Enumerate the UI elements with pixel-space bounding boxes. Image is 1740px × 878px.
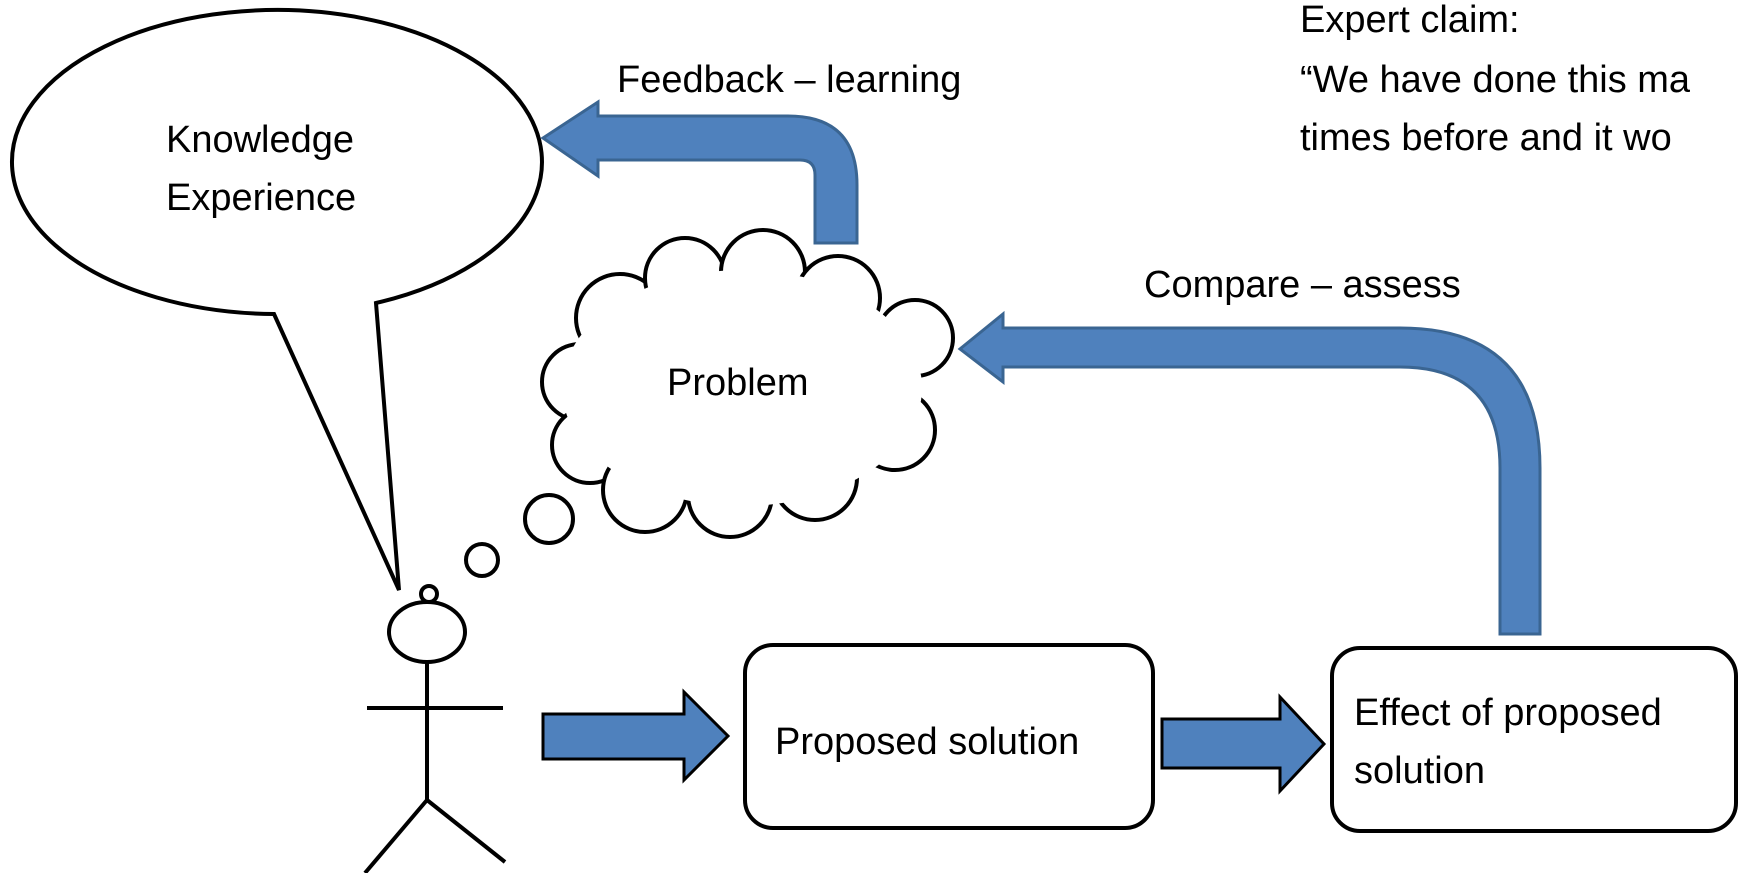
compare-arrow <box>957 310 1542 636</box>
proposed-solution-label: Proposed solution <box>775 721 1079 763</box>
compare-arrow-label: Compare – assess <box>1144 264 1461 306</box>
feedback-arrow-label: Feedback – learning <box>617 59 961 101</box>
speech-bubble <box>10 8 544 591</box>
problem-label: Problem <box>667 362 809 404</box>
expert-claim-line-2: “We have done this ma <box>1300 59 1691 101</box>
thought-bubble-icon <box>523 493 575 545</box>
problem-cloud <box>540 228 955 539</box>
effect-box <box>1330 646 1738 833</box>
speech-bubble-line-1: Knowledge <box>166 119 354 161</box>
thought-bubble-icon <box>419 584 439 604</box>
speech-bubble-line-2: Experience <box>166 177 356 219</box>
effect-box-line-1: Effect of proposed <box>1354 692 1662 734</box>
feedback-arrow <box>540 99 859 245</box>
arrow-solution-to-effect <box>1160 693 1327 795</box>
expert-claim-line-1: Expert claim: <box>1300 0 1520 41</box>
arrow-person-to-solution <box>541 688 731 784</box>
effect-box-line-2: solution <box>1354 750 1485 792</box>
expert-claim-line-3: times before and it wo <box>1300 117 1672 159</box>
thought-bubble-icon <box>464 542 500 578</box>
proposed-solution-box <box>743 643 1155 830</box>
stick-figure-icon <box>363 600 507 875</box>
